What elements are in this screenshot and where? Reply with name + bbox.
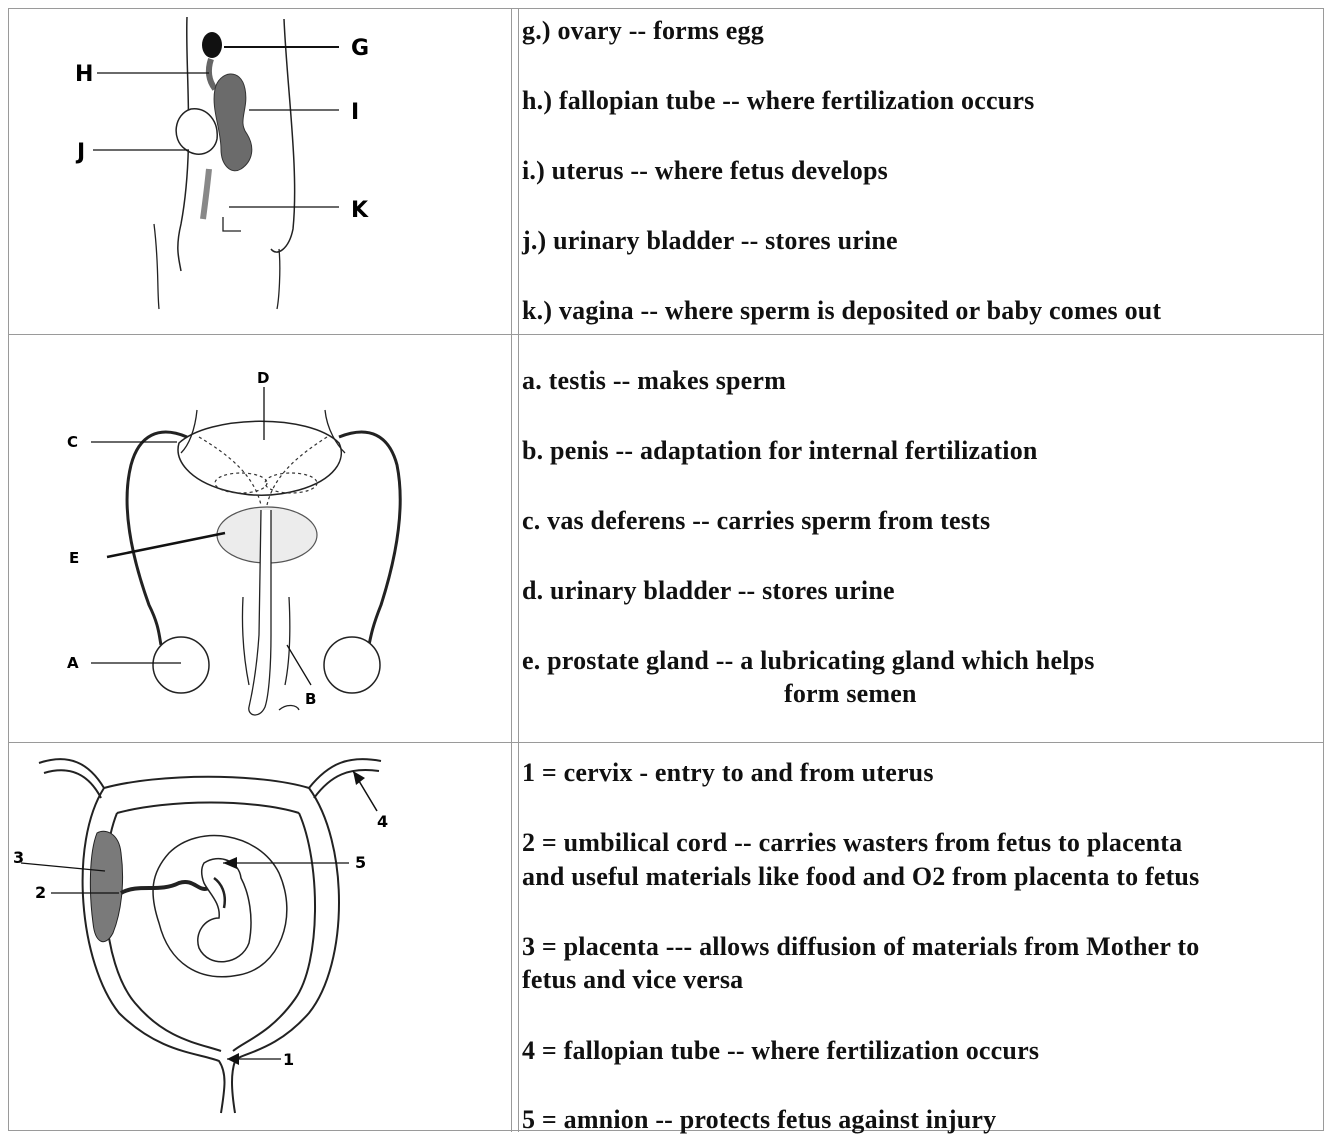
diagram-table: G H I J K g.) ovary -- forms egg h.) fal… — [8, 8, 1324, 1131]
uterus-top-inner — [117, 803, 299, 814]
penis-shaft-right — [285, 597, 290, 685]
leg-right — [277, 249, 280, 309]
uterus-row: 3 2 5 4 1 1 = cervix - entry to and from… — [9, 743, 1323, 1132]
item-h: h.) fallopian tube -- where fertilizatio… — [522, 85, 1034, 117]
item-e: e. prostate gland -- a lubricating gland… — [522, 645, 1095, 677]
body-outline-right — [271, 19, 295, 252]
arrow-1 — [227, 1053, 239, 1065]
item-1: 1 = cervix - entry to and from uterus — [522, 757, 934, 789]
item-3-continued: fetus and vice versa — [522, 964, 743, 996]
fallopian-tube-left-inner — [44, 770, 101, 798]
vagina-shape — [203, 169, 209, 219]
female-diagram-cell: G H I J K — [9, 9, 512, 334]
label-d: D — [257, 369, 269, 387]
item-5: 5 = amnion -- protects fetus against inj… — [522, 1104, 996, 1136]
vas-deferens-left — [127, 432, 187, 645]
item-j: j.) urinary bladder -- stores urine — [522, 225, 898, 257]
label-c: C — [67, 433, 78, 451]
testis-left — [153, 637, 209, 693]
fallopian-tube-shape — [209, 59, 215, 89]
item-e-continued: form semen — [784, 678, 917, 710]
placenta-shape — [90, 831, 122, 942]
label-4: 4 — [377, 812, 388, 831]
uterus-diagram: 3 2 5 4 1 — [9, 743, 512, 1132]
label-1: 1 — [283, 1050, 294, 1069]
label-a: A — [67, 654, 79, 672]
bladder-shape — [176, 109, 217, 154]
male-text-cell: a. testis -- makes sperm b. penis -- ada… — [518, 335, 1323, 742]
item-3: 3 = placenta --- allows diffusion of mat… — [522, 931, 1199, 963]
label-5: 5 — [355, 853, 366, 872]
item-b: b. penis -- adaptation for internal fert… — [522, 435, 1038, 467]
ovary-shape — [202, 32, 222, 58]
testis-right — [324, 637, 380, 693]
penis-shaft-left — [242, 597, 249, 685]
vas-deferens-right — [339, 432, 400, 645]
female-diagram: G H I J K — [9, 9, 512, 335]
item-2: 2 = umbilical cord -- carries wasters fr… — [522, 827, 1182, 859]
item-d: d. urinary bladder -- stores urine — [522, 575, 895, 607]
label-3: 3 — [13, 848, 24, 867]
item-a: a. testis -- makes sperm — [522, 365, 786, 397]
item-2-continued: and useful materials like food and O2 fr… — [522, 861, 1199, 893]
female-text-cell: g.) ovary -- forms egg h.) fallopian tub… — [518, 9, 1323, 334]
penis-tip — [279, 705, 299, 710]
leader-e — [107, 533, 225, 557]
leader-b — [287, 645, 311, 685]
label-j: J — [75, 140, 85, 165]
uterus-top-outer — [104, 777, 309, 788]
label-g: G — [351, 36, 369, 61]
item-g: g.) ovary -- forms egg — [522, 15, 764, 47]
female-row: G H I J K g.) ovary -- forms egg h.) fal… — [9, 9, 1323, 335]
label-h: H — [75, 62, 93, 87]
fallopian-tube-right-inner — [314, 770, 379, 798]
male-diagram: D C E A B — [9, 335, 512, 743]
arrow-4 — [353, 771, 365, 785]
label-2: 2 — [35, 883, 46, 902]
uterus-shape — [214, 74, 252, 171]
male-diagram-cell: D C E A B — [9, 335, 512, 742]
uterus-diagram-cell: 3 2 5 4 1 — [9, 743, 512, 1132]
male-row: D C E A B a. testis -- makes sperm b. pe… — [9, 335, 1323, 743]
uterus-text-cell: 1 = cervix - entry to and from uterus 2 … — [518, 743, 1323, 1132]
item-i: i.) uterus -- where fetus develops — [522, 155, 888, 187]
item-c: c. vas deferens -- carries sperm from te… — [522, 505, 990, 537]
fallopian-tube-left-outer — [39, 759, 104, 788]
item-k: k.) vagina -- where sperm is deposited o… — [522, 295, 1161, 327]
vagina-opening — [223, 217, 241, 231]
label-i: I — [351, 100, 359, 125]
label-b: B — [305, 690, 316, 708]
label-k: K — [351, 198, 369, 223]
label-e: E — [69, 549, 79, 567]
leg-left — [154, 224, 159, 309]
item-4: 4 = fallopian tube -- where fertilizatio… — [522, 1035, 1039, 1067]
